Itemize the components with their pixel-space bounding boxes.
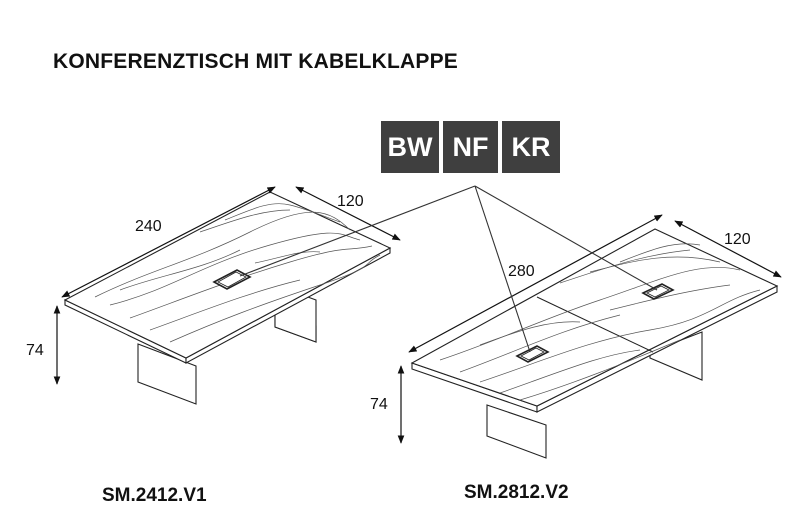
callout-lines (239, 185, 658, 353)
finish-badges: BW NF KR (381, 121, 560, 173)
table2-length-label: 280 (508, 263, 535, 280)
table2-height-label: 74 (370, 396, 388, 413)
table2-width-arrow (674, 220, 782, 278)
table2-width-label: 120 (724, 231, 751, 248)
table1-height-label: 74 (26, 342, 44, 359)
table1-dimensions (53, 186, 401, 385)
badge-kr: KR (502, 121, 560, 173)
table1-width-arrow (295, 186, 401, 241)
table2-front-leg (486, 404, 547, 459)
table1-width-label: 120 (337, 193, 364, 210)
badge-nf: NF (443, 121, 498, 173)
table2-dimensions (397, 214, 782, 444)
table1-length-arrow (61, 186, 276, 298)
table1-model-label: SM.2412.V1 (102, 485, 207, 506)
badge-bw: BW (381, 121, 439, 173)
table1-length-label: 240 (135, 218, 162, 235)
page-title: KONFERENZTISCH MIT KABELKLAPPE (53, 50, 458, 73)
table2 (410, 228, 779, 459)
table2-model-label: SM.2812.V2 (464, 482, 569, 503)
table2-length-arrow (408, 214, 663, 353)
table1 (63, 191, 392, 405)
